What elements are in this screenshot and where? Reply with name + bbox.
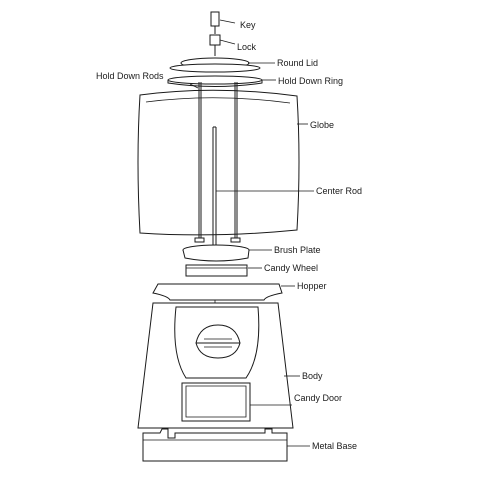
- body-part: [137, 302, 294, 429]
- label-metal-base: Metal Base: [312, 441, 357, 451]
- rod-nut-left: [194, 237, 205, 243]
- key-head: [210, 11, 220, 27]
- key-part: [210, 11, 220, 34]
- label-globe: Globe: [310, 120, 334, 130]
- label-key: Key: [240, 20, 256, 30]
- leader-lock: [219, 39, 236, 45]
- globe-part: [137, 89, 300, 236]
- label-hopper: Hopper: [297, 281, 327, 291]
- label-candy-door: Candy Door: [294, 393, 342, 403]
- globe-highlight: [145, 97, 291, 104]
- lock-part: [209, 34, 221, 56]
- label-body: Body: [302, 371, 323, 381]
- label-center-rod: Center Rod: [316, 186, 362, 196]
- hold-down-ring-part: [167, 75, 263, 87]
- labels: Key Lock Round Lid Hold Down Rods Hold D…: [96, 20, 362, 451]
- metal-base-part: [142, 428, 288, 462]
- label-brush-plate: Brush Plate: [274, 245, 321, 255]
- hopper-part: [152, 283, 283, 301]
- leader-lines: [189, 19, 314, 447]
- ring-edge: [167, 80, 263, 87]
- leader-hold-down-rods: [189, 83, 199, 89]
- candy-wheel-body: [185, 264, 248, 277]
- ring-ellipse: [167, 75, 263, 85]
- globe-outline: [137, 89, 300, 236]
- hopper-outline: [152, 283, 283, 301]
- brush-plate-part: [182, 244, 250, 262]
- label-lock: Lock: [237, 42, 257, 52]
- leader-key: [219, 19, 236, 24]
- label-round-lid: Round Lid: [277, 58, 318, 68]
- label-candy-wheel: Candy Wheel: [264, 263, 318, 273]
- rods-group: [194, 82, 241, 246]
- candy-door-frame: [181, 382, 251, 422]
- rod-nut-right: [230, 237, 241, 243]
- brush-plate-side: [182, 249, 250, 262]
- lock-body: [209, 34, 221, 46]
- label-hold-down-ring: Hold Down Ring: [278, 76, 343, 86]
- round-lid-part: [169, 57, 261, 73]
- candy-door-inner: [185, 385, 247, 418]
- candy-door-part: [181, 382, 251, 422]
- label-hold-down-rods: Hold Down Rods: [96, 71, 164, 81]
- metal-base-outline: [142, 428, 288, 462]
- candy-wheel-part: [185, 264, 248, 277]
- lid-rim: [169, 63, 261, 73]
- coin-mechanism: [195, 324, 241, 359]
